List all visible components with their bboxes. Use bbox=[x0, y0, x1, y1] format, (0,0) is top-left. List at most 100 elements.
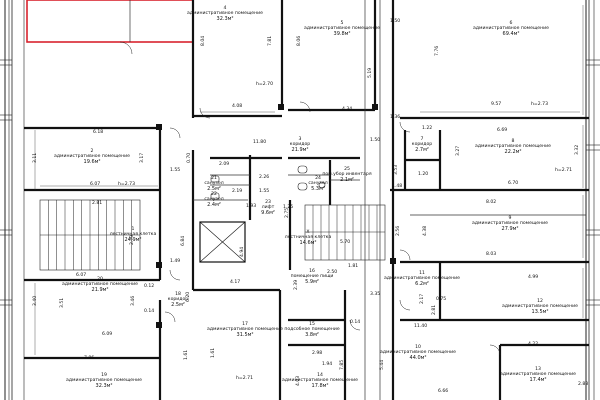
dimension-label: 6.07 bbox=[76, 273, 87, 278]
dimension-label: 0.14 bbox=[144, 309, 155, 314]
thin-lines bbox=[129, 0, 586, 400]
dimension-label: 5.19 bbox=[368, 67, 373, 78]
dimension-label: 11.80 bbox=[253, 140, 267, 145]
dimension-label: 6.84 bbox=[181, 235, 186, 246]
dimension-label: 7.85 bbox=[340, 359, 345, 370]
dimension-label: 6.66 bbox=[438, 389, 449, 394]
dimension-label: 4.34 bbox=[342, 107, 353, 112]
dimension-label: 1.36 bbox=[390, 115, 401, 120]
dimension-label: 6.69 bbox=[497, 128, 508, 133]
dimension-label: 0.70 bbox=[187, 152, 192, 163]
dimension-label: 1.50 bbox=[370, 138, 381, 143]
dimension-label: 1.55 bbox=[259, 189, 270, 194]
dimension-label: 3.32 bbox=[575, 144, 580, 155]
dimension-label: 4.03 bbox=[296, 375, 301, 386]
toilet-fixtures bbox=[210, 165, 326, 200]
dimension-label: 6.20 bbox=[186, 291, 191, 302]
dimension-label: 2.09 bbox=[219, 162, 230, 167]
dimension-label: 7.76 bbox=[435, 45, 440, 56]
dimension-label: 6.70 bbox=[508, 181, 519, 186]
dimension-label: 2.39 bbox=[294, 279, 299, 290]
dimension-label: 3.11 bbox=[33, 152, 38, 163]
highlighted-room bbox=[26, 0, 194, 43]
dimension-label: 1.61 bbox=[211, 347, 216, 358]
dimension-label: 1.49 bbox=[170, 259, 181, 264]
dimension-label: 3.53 bbox=[394, 164, 399, 175]
columns bbox=[156, 104, 396, 328]
dimension-label: 2.19 bbox=[232, 189, 243, 194]
dimension-label: 6.18 bbox=[93, 130, 104, 135]
dimension-label: 0.75 bbox=[436, 297, 447, 302]
window-marks bbox=[0, 59, 600, 306]
dimension-label: 7.86 bbox=[84, 356, 95, 361]
dimension-label: 1.94 bbox=[322, 362, 333, 367]
dimension-label: 1.20 bbox=[418, 172, 429, 177]
dimension-label: 8.06 bbox=[297, 35, 302, 46]
dimension-label: 3.51 bbox=[60, 297, 65, 308]
dimension-label: 4.08 bbox=[232, 104, 243, 109]
dimension-label: 7.81 bbox=[268, 35, 273, 46]
dimension-label: 1.22 bbox=[422, 126, 433, 131]
dimension-label: 2.56 bbox=[396, 225, 401, 236]
dimension-lines bbox=[34, 5, 584, 355]
dimension-label: 1.25 bbox=[283, 205, 294, 210]
dimension-label: 6.07 bbox=[90, 182, 101, 187]
dimension-label: 1.48 bbox=[392, 184, 403, 189]
dimension-label: 2.26 bbox=[259, 175, 270, 180]
dimension-label: 1.93 bbox=[246, 204, 257, 209]
dimension-label: 6.09 bbox=[102, 332, 113, 337]
dimension-label: h=2.70 bbox=[256, 82, 273, 87]
dimension-label: 8.03 bbox=[486, 252, 497, 257]
dimension-label: 4.99 bbox=[528, 275, 539, 280]
dimension-label: 5.70 bbox=[340, 240, 351, 245]
door-swings bbox=[119, 41, 501, 356]
dimension-label: 4.38 bbox=[423, 225, 428, 236]
dimension-label: h=2.73 bbox=[531, 102, 548, 107]
dimension-label: 3.40 bbox=[33, 295, 38, 306]
dimension-label: 2.50 bbox=[327, 270, 338, 275]
dimension-label: 0.12 bbox=[144, 284, 155, 289]
dimension-label: 9.57 bbox=[491, 102, 502, 107]
dimension-label: 4.22 bbox=[528, 342, 539, 347]
dimension-label: 3.27 bbox=[456, 145, 461, 156]
dimension-label: 11.40 bbox=[414, 324, 428, 329]
dimension-label: 4.17 bbox=[230, 280, 241, 285]
dimension-label: h=2.71 bbox=[555, 168, 572, 173]
dimension-label: 1.50 bbox=[390, 19, 401, 24]
dimension-label: 2.83 bbox=[578, 382, 589, 387]
dimension-label: 0.14 bbox=[350, 320, 361, 325]
dimension-label: 8.04 bbox=[201, 35, 206, 46]
dimension-label: 3.46 bbox=[131, 295, 136, 306]
dimension-label: 2.81 bbox=[92, 201, 103, 206]
dimension-label: h=2.71 bbox=[236, 376, 253, 381]
interior-walls bbox=[24, 0, 589, 400]
dimension-label: 3.17 bbox=[140, 152, 145, 163]
dimension-label: 2.81 bbox=[432, 304, 437, 315]
outer-walls bbox=[4, 0, 595, 400]
elevator bbox=[199, 221, 246, 263]
dimension-label: 2.98 bbox=[312, 351, 323, 356]
dimension-label: 8.02 bbox=[486, 200, 497, 205]
dimension-label: 2.79 bbox=[130, 234, 135, 245]
dimension-label: 1.55 bbox=[170, 168, 181, 173]
dimension-label: 5.44 bbox=[380, 359, 385, 370]
